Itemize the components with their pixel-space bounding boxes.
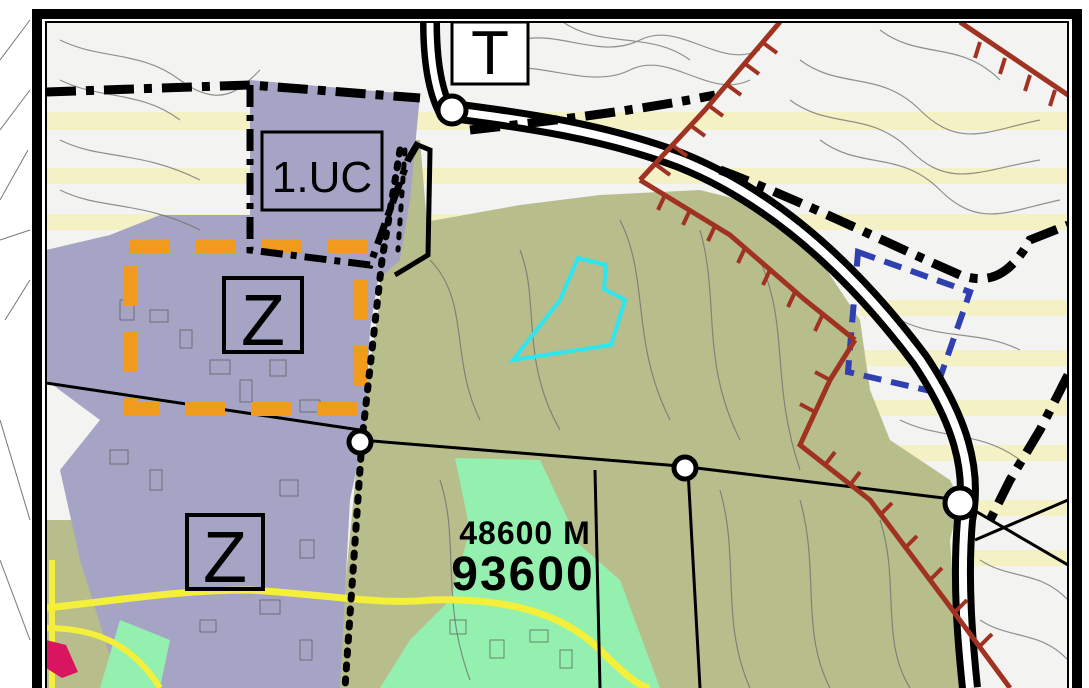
- junctions: [346, 93, 978, 521]
- residential-area: [46, 80, 420, 688]
- dotted-road: [341, 142, 433, 688]
- junction-north: [435, 93, 469, 127]
- cyan-parcel: [508, 255, 628, 363]
- zone-label-t: T: [450, 19, 530, 88]
- ring-road-inner: [444, 106, 974, 688]
- municipal-boundary: [46, 80, 1068, 523]
- brown-boundary: [638, 22, 1068, 688]
- map-content: T 1.UC Z Z 48600 M 93600: [46, 19, 1068, 688]
- zone-label-uc: 1.UC: [260, 130, 384, 212]
- junction-middle: [671, 454, 699, 482]
- zone-label-t-text: T: [471, 19, 509, 88]
- uc-boundary: [246, 85, 424, 269]
- left-margin-lines: [0, 19, 31, 641]
- junction-east: [942, 485, 978, 521]
- junction-center: [346, 428, 374, 456]
- brown-boundary-ticks: [653, 40, 1057, 648]
- zone-label-z-lower: Z: [185, 513, 265, 598]
- zone-label-z-lower-text: Z: [203, 518, 247, 598]
- map-border: [32, 9, 1082, 688]
- magenta-spot: [46, 640, 78, 678]
- zone-label-z-upper: Z: [222, 276, 304, 361]
- zone-label-z-upper-text: Z: [241, 281, 285, 361]
- map-border-inner: [45, 21, 1069, 688]
- zone-label-uc-text: 1.UC: [272, 153, 372, 202]
- yellow-road-secondary: [46, 625, 163, 688]
- area-label-large: 93600: [451, 548, 594, 601]
- terrain-contours: [59, 22, 1068, 688]
- left-margin: [0, 0, 30, 688]
- building-blocks: [109, 299, 573, 669]
- agricultural-area: [46, 190, 960, 688]
- area-label-small: 48600 M: [459, 515, 591, 551]
